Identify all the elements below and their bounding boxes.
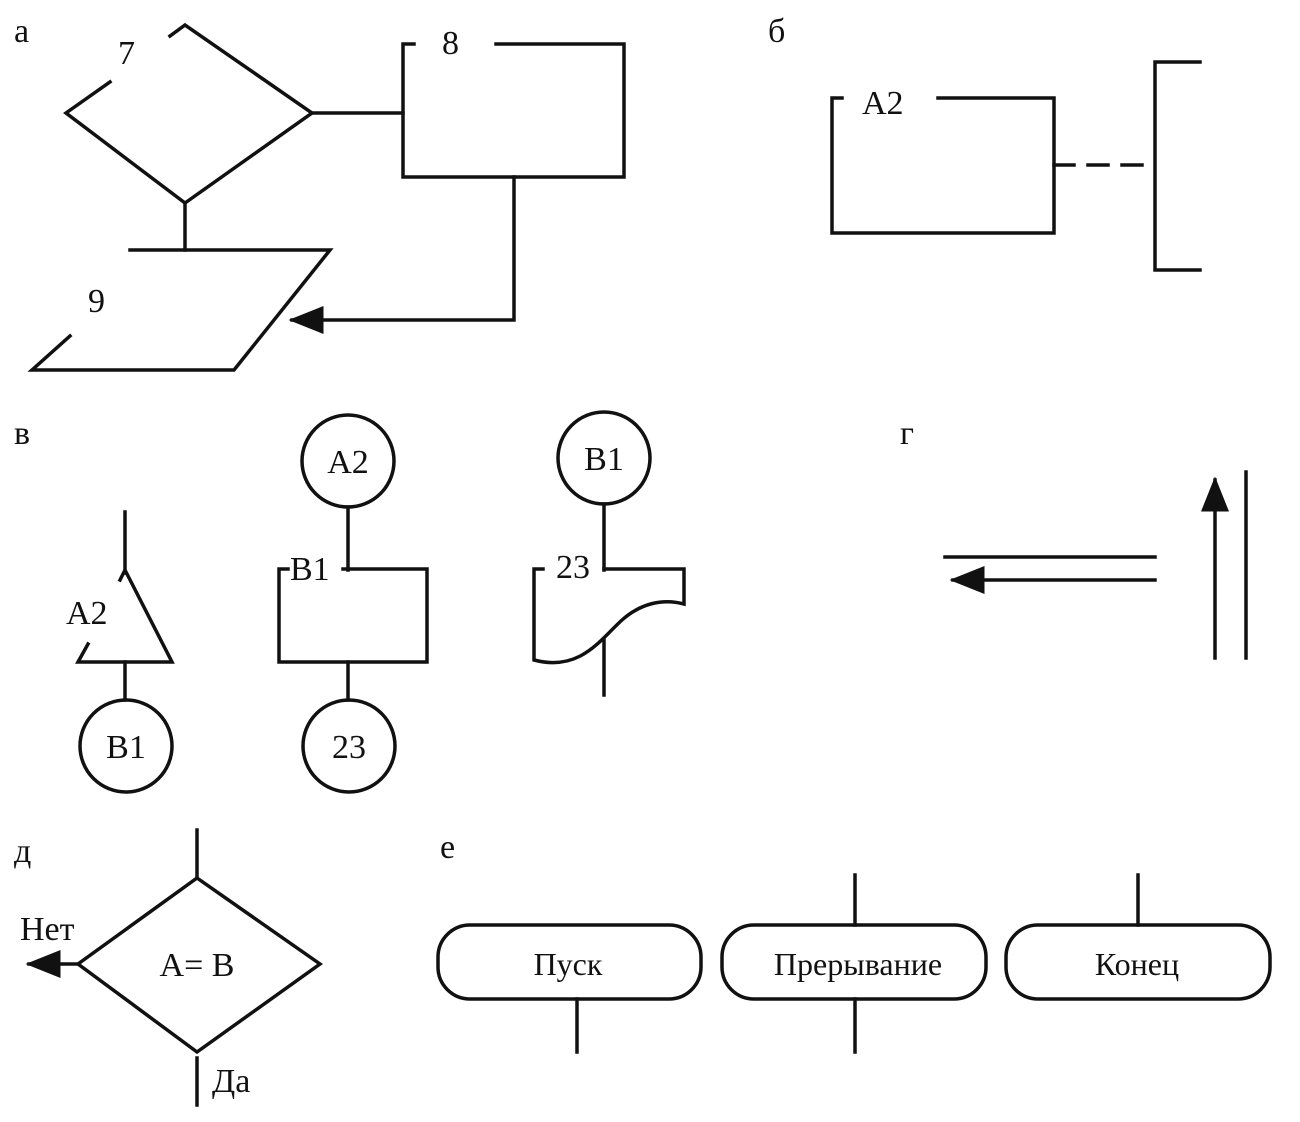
panel-b-letter: б (768, 13, 785, 50)
circle-label: B1 (584, 441, 624, 478)
comment-bracket (1153, 60, 1202, 272)
box-tag: B1 (290, 551, 330, 588)
panel-g: г (900, 415, 1248, 660)
panel-v-letter: в (14, 415, 30, 452)
panel-v: в A2 B1 A2 B1 23 B1 23 (14, 410, 686, 794)
connector-circle-b1 (78, 698, 174, 794)
document-shape-23 (532, 567, 686, 665)
no-label: Нет (20, 911, 75, 948)
shape-tag: 23 (556, 549, 590, 586)
triangle-tag: A2 (66, 595, 108, 632)
terminator-end (1004, 923, 1272, 1001)
panel-e: е Пуск Прерывание Конец (436, 829, 1272, 1054)
circle-label: A2 (327, 444, 369, 481)
terminator-label: Конец (1095, 946, 1179, 982)
io-parallelogram-9 (27, 248, 334, 372)
process-box-8 (401, 42, 626, 179)
circle-label: B1 (106, 729, 146, 766)
panel-d: д A= B Нет Да (14, 828, 324, 1107)
diamond-number-7: 7 (118, 35, 135, 72)
decision-condition: A= B (160, 947, 235, 984)
box-label-a2: A2 (862, 85, 904, 122)
decision-diamond-7 (63, 22, 316, 206)
panel-g-letter: г (900, 415, 914, 452)
connector-circle-23 (301, 698, 397, 794)
off-page-triangle (75, 566, 175, 664)
terminator-label: Прерывание (774, 946, 942, 982)
yes-label: Да (212, 1063, 250, 1100)
box-number-8: 8 (442, 25, 459, 62)
terminator-start (436, 923, 703, 1001)
panel-e-letter: е (440, 829, 455, 866)
terminator-label: Пуск (534, 946, 603, 982)
flow-arrow (288, 175, 516, 334)
process-box-a2 (830, 96, 1056, 235)
panel-d-letter: д (14, 833, 31, 870)
panel-a: а 7 8 9 (14, 13, 626, 372)
process-box-b1 (277, 567, 429, 664)
decision-diamond (75, 875, 324, 1055)
panel-b: б A2 (768, 13, 1202, 272)
parallelogram-number-9: 9 (88, 283, 105, 320)
panel-a-letter: а (14, 13, 29, 50)
circle-label: 23 (332, 729, 366, 766)
